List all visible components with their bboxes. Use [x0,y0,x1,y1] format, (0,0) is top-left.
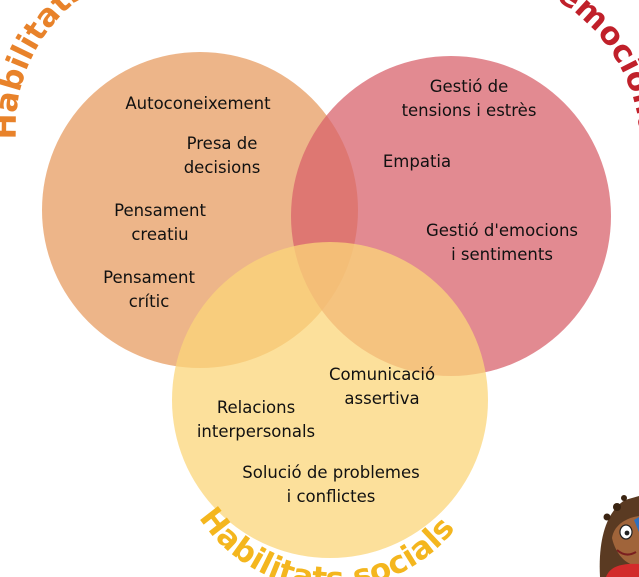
item-critic-line2: crític [129,292,170,311]
item-emocions-line1: Gestió d'emocions [426,221,578,240]
cartoon-character-icon [599,495,639,577]
item-creatiu-line1: Pensament [114,201,206,220]
item-solucio-line2: i conflictes [287,487,376,506]
item-critic-line1: Pensament [103,268,195,287]
item-comunicacio-line1: Comunicació [329,365,435,384]
item-tensions-line1: Gestió de [430,77,509,96]
item-creatiu-line2: creatiu [131,225,188,244]
item-relacions-line1: Relacions [217,398,295,417]
item-autoconeixement: Autoconeixement [125,94,271,113]
item-solucio-line1: Solució de problemes [242,463,420,482]
item-presa-line1: Presa de [187,134,258,153]
item-tensions-line2: tensions i estrès [402,101,537,120]
item-emocions-line2: i sentiments [451,245,553,264]
item-relacions-line2: interpersonals [197,422,315,441]
item-comunicacio-line2: assertiva [344,389,419,408]
item-empatia: Empatia [383,152,451,171]
item-presa-line2: decisions [184,158,261,177]
social-circle [172,242,488,558]
